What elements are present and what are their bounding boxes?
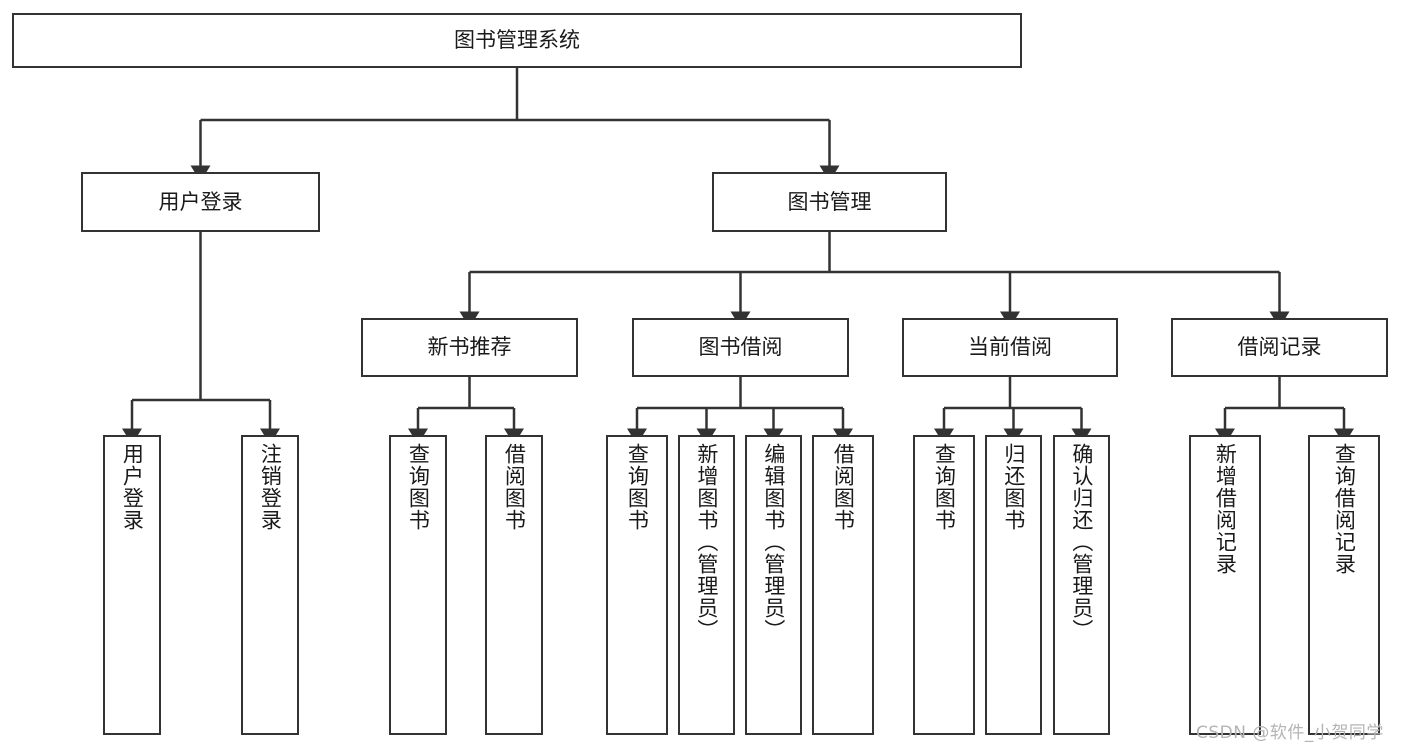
node-leaf-borrow-book-rec[interactable]: 借阅图书 — [485, 435, 543, 735]
node-book-management[interactable]: 图书管理 — [712, 172, 947, 232]
node-label: 查询图书 — [932, 443, 957, 531]
node-leaf-add-record[interactable]: 新增借阅记录 — [1189, 435, 1261, 735]
node-label: 查询图书 — [625, 443, 650, 531]
node-label: 图书管理系统 — [454, 28, 580, 53]
node-label: 新增借阅记录 — [1213, 443, 1238, 575]
node-label: 查询借阅记录 — [1332, 443, 1357, 575]
node-label: 确认归还（管理员） — [1069, 443, 1094, 641]
node-current-borrow[interactable]: 当前借阅 — [902, 318, 1118, 377]
node-leaf-logout[interactable]: 注销登录 — [241, 435, 299, 735]
node-leaf-user-login[interactable]: 用户登录 — [103, 435, 161, 735]
node-leaf-confirm-return[interactable]: 确认归还（管理员） — [1053, 435, 1110, 735]
node-label: 新增图书（管理员） — [694, 443, 719, 641]
node-label: 新书推荐 — [427, 335, 512, 360]
node-label: 用户登录 — [158, 189, 243, 214]
node-book-borrow[interactable]: 图书借阅 — [632, 318, 849, 377]
node-borrow-record[interactable]: 借阅记录 — [1171, 318, 1388, 377]
node-label: 借阅记录 — [1237, 335, 1322, 360]
node-root[interactable]: 图书管理系统 — [12, 13, 1022, 68]
node-label: 借阅图书 — [831, 443, 856, 531]
node-leaf-add-book[interactable]: 新增图书（管理员） — [678, 435, 735, 735]
node-leaf-query-record[interactable]: 查询借阅记录 — [1308, 435, 1380, 735]
node-label: 当前借阅 — [968, 335, 1052, 360]
node-label: 图书借阅 — [698, 335, 783, 360]
node-new-book-recommend[interactable]: 新书推荐 — [361, 318, 578, 377]
node-label: 图书管理 — [787, 189, 872, 214]
node-label: 归还图书 — [1001, 443, 1026, 531]
node-leaf-query-book-rec[interactable]: 查询图书 — [389, 435, 447, 735]
node-label: 查询图书 — [406, 443, 431, 531]
node-leaf-edit-book[interactable]: 编辑图书（管理员） — [745, 435, 802, 735]
node-leaf-return-book[interactable]: 归还图书 — [985, 435, 1042, 735]
watermark: CSDN @软件_小贺同学 — [1196, 723, 1384, 743]
node-user-login[interactable]: 用户登录 — [81, 172, 320, 232]
node-leaf-query-book-borrow[interactable]: 查询图书 — [606, 435, 668, 735]
node-label: 用户登录 — [120, 443, 145, 531]
node-label: 编辑图书（管理员） — [761, 443, 786, 641]
node-label: 注销登录 — [258, 443, 283, 531]
node-leaf-query-book-cur[interactable]: 查询图书 — [913, 435, 975, 735]
node-leaf-borrow-book[interactable]: 借阅图书 — [812, 435, 874, 735]
node-label: 借阅图书 — [502, 443, 527, 531]
